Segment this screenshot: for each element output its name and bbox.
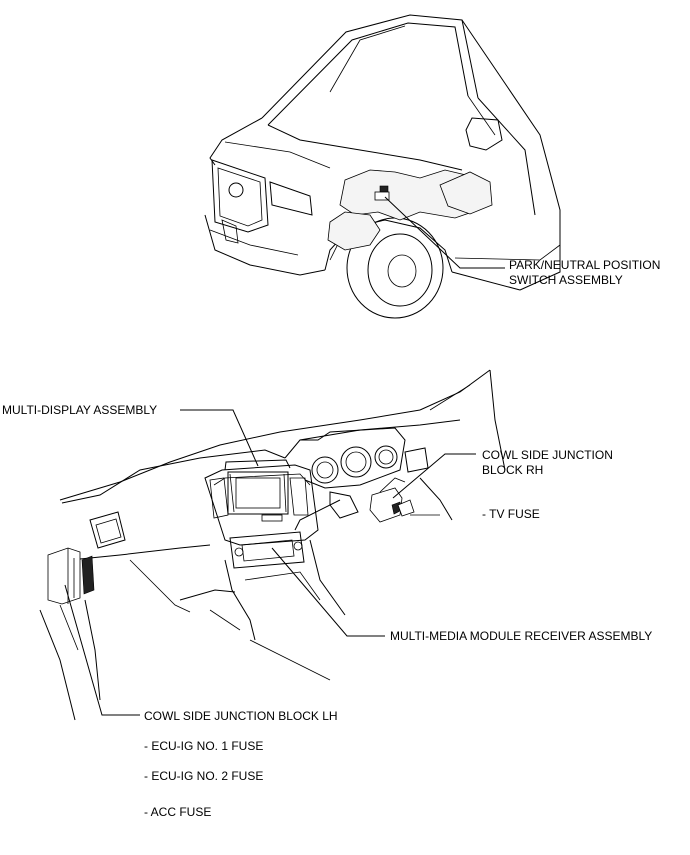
label-cowl-side-junction-block-lh: COWL SIDE JUNCTION BLOCK LH <box>144 709 338 723</box>
leader-line-park-neutral <box>384 196 505 269</box>
label-cowl-rh-line1: COWL SIDE JUNCTION <box>482 448 613 462</box>
label-multi-media-module-receiver: MULTI-MEDIA MODULE RECEIVER ASSEMBLY <box>390 629 653 643</box>
label-park-neutral-position-switch: PARK/NEUTRAL POSITION SWITCH ASSEMBLY <box>509 258 660 288</box>
leader-line-cowl-rh <box>392 453 476 499</box>
label-ecu-ig-no2-fuse: - ECU-IG NO. 2 FUSE <box>144 769 264 783</box>
leader-line-cowl-lh <box>64 584 140 716</box>
leader-line-multi-display <box>180 409 259 467</box>
label-ecu-ig-no1-fuse: - ECU-IG NO. 1 FUSE <box>144 739 264 753</box>
label-cowl-rh-line2: BLOCK RH <box>482 463 544 477</box>
label-acc-fuse: - ACC FUSE <box>144 805 212 819</box>
vehicle-illustration <box>204 14 561 319</box>
leader-line-multimedia-receiver <box>271 547 385 637</box>
label-park-neutral-line1: PARK/NEUTRAL POSITION <box>509 258 661 272</box>
label-multi-display-assembly: MULTI-DISPLAY ASSEMBLY <box>2 403 158 417</box>
dashboard-illustration <box>39 369 506 721</box>
label-park-neutral-line2: SWITCH ASSEMBLY <box>509 273 623 287</box>
label-cowl-side-junction-block-rh: COWL SIDE JUNCTION BLOCK RH <box>482 448 613 478</box>
label-tv-fuse: - TV FUSE <box>482 507 540 521</box>
